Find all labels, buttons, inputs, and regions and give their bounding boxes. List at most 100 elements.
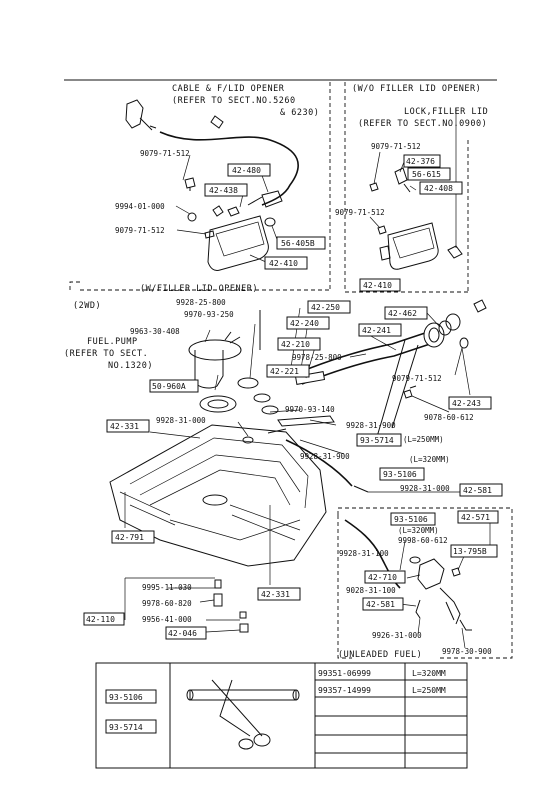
unleaded-note: (UNLEADED FUEL) — [338, 650, 422, 660]
part-box — [227, 163, 271, 177]
leader — [237, 421, 249, 437]
leader — [149, 431, 201, 439]
part-number: 9079-71-512 — [140, 149, 190, 158]
pump-gasket — [199, 395, 237, 413]
legend-part: 93-5714 — [109, 723, 143, 732]
filler-lid-inner — [392, 227, 435, 259]
part-box — [390, 512, 436, 526]
fuel-tank-group: (2WD) FUEL.PUMP (REFER TO SECT. NO.1320) — [64, 298, 503, 640]
leader — [406, 574, 421, 579]
leader — [369, 216, 381, 229]
leader — [175, 205, 191, 215]
part-box — [307, 300, 351, 314]
part-label: 42-331 — [261, 590, 290, 599]
screw — [377, 225, 387, 235]
part-box — [364, 570, 406, 584]
hose-legend-table: 93-5106 93-5714 99351-06999 L=320MM 9935… — [95, 662, 468, 769]
breather-pipe — [375, 339, 419, 441]
bolt — [403, 385, 417, 399]
filler-bracket — [473, 299, 487, 313]
part-box — [450, 544, 498, 558]
part-number: 9928-31-900 — [346, 421, 396, 430]
tank-bolt — [239, 611, 249, 633]
leader — [454, 347, 463, 376]
tank-strap — [229, 504, 301, 541]
unleaded-fuel-group: (UNLEADED FUEL) 93-5106 (L=320MM) 42-571… — [337, 507, 513, 660]
part-box — [457, 510, 499, 524]
leader — [299, 439, 345, 455]
part-label: 42-250 — [311, 303, 340, 312]
part-box — [277, 337, 321, 351]
leader — [269, 409, 301, 413]
fuel-pump-note-1: FUEL.PUMP — [87, 337, 138, 347]
vapor-hose — [285, 439, 353, 487]
leader — [426, 312, 441, 328]
part-box — [358, 323, 402, 337]
part-number: 9956-41-000 — [142, 615, 192, 624]
part-number: 9978-25-800 — [292, 353, 342, 362]
part-box — [149, 379, 199, 393]
part-box — [286, 316, 330, 330]
tank-ridge — [149, 469, 291, 506]
hose-clamp — [253, 393, 271, 403]
part-number: 9995-11-030 — [142, 583, 192, 592]
part-number: 9078-60-612 — [424, 413, 474, 422]
part-number: 9028-31-100 — [346, 586, 396, 595]
part-number: 9079-71-512 — [392, 374, 442, 383]
vapor-hose-end — [353, 485, 369, 493]
cable-end-bracket — [247, 190, 283, 208]
leader — [461, 347, 471, 396]
part-label: 42-791 — [115, 533, 144, 542]
part-label: 93-5714 — [360, 436, 394, 445]
scissors-handle — [253, 733, 271, 747]
part-box — [204, 183, 248, 197]
part-number: 9970-93-140 — [285, 405, 335, 414]
lid-grommet — [187, 212, 197, 222]
group-footer: (W/FILLER LID OPENER) — [140, 284, 258, 294]
part-label: 56-405B — [281, 239, 315, 248]
lid-screw — [204, 230, 215, 239]
hose-end — [292, 689, 300, 701]
part-label: 42-046 — [168, 629, 197, 638]
part-label: 42-571 — [461, 513, 490, 522]
part-label: 42-581 — [463, 486, 492, 495]
part-number: 9928-31-100 — [339, 549, 389, 558]
legend-part: 93-5106 — [109, 693, 143, 702]
hose-clip — [409, 556, 421, 564]
part-label: 42-410 — [363, 281, 392, 290]
part-box — [419, 181, 463, 195]
lid-hinge — [212, 205, 240, 217]
tank-opening — [202, 494, 228, 506]
legend-part-number: 99357-14999 — [318, 686, 371, 695]
leader — [249, 323, 256, 379]
filler-neck-inner — [428, 327, 440, 343]
part-number: 9079-71-512 — [371, 142, 421, 151]
part-number: 9928-25-800 — [176, 298, 226, 307]
filler-cap — [445, 313, 461, 331]
lid-lock — [394, 167, 411, 193]
leader — [399, 540, 406, 571]
part-box — [276, 236, 326, 250]
length-note: (L=320MM) — [398, 526, 439, 535]
leader — [182, 154, 191, 181]
part-number: 9970-93-250 — [184, 310, 234, 319]
part-label: 93-5106 — [394, 515, 428, 524]
header: (W/O FILLER LID OPENER) — [352, 84, 481, 94]
tank-ridge — [169, 519, 301, 541]
part-box — [379, 467, 425, 481]
note-line-2: (REFER TO SECT.NO.0900) — [358, 119, 487, 129]
part-label: 56-615 — [412, 170, 441, 179]
part-number: 9998-60-612 — [398, 536, 448, 545]
part-number: 9978-30-900 — [442, 647, 492, 656]
lid-bumper — [264, 217, 276, 227]
fuel-pump-note-2: (REFER TO SECT. — [64, 349, 148, 359]
leader — [199, 599, 215, 603]
filler-gasket — [438, 320, 452, 336]
part-number: 9926-31-000 — [372, 631, 422, 640]
part-label: 42-376 — [406, 157, 435, 166]
drive-note: (2WD) — [73, 301, 101, 311]
check-valve — [417, 558, 445, 590]
part-box — [403, 154, 441, 168]
tank-ridge — [129, 437, 309, 509]
